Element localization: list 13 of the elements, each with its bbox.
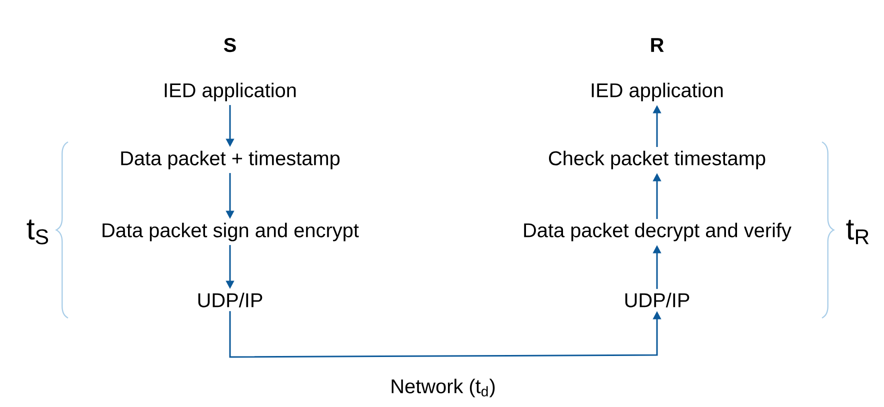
column-heading: S [224, 38, 236, 52]
time-label: t$_{R}$ [846, 220, 869, 244]
step-text: IED application [592, 82, 723, 102]
step-text: IED application [164, 82, 296, 102]
step-text: UDP/IP [625, 292, 690, 308]
edge-label: Network (t$_{d}$) [388, 376, 498, 400]
column-heading: R [651, 38, 664, 52]
step-text: UDP/IP [198, 292, 262, 308]
step-text: Check packet timestamp [548, 150, 766, 170]
step-text: Data packet decrypt and verify [524, 222, 792, 242]
step-text: Data packet sign and encrypt [102, 222, 359, 242]
time-label: t$_{S}$ [26, 220, 48, 244]
step-text: Data packet + timestamp [121, 150, 340, 170]
